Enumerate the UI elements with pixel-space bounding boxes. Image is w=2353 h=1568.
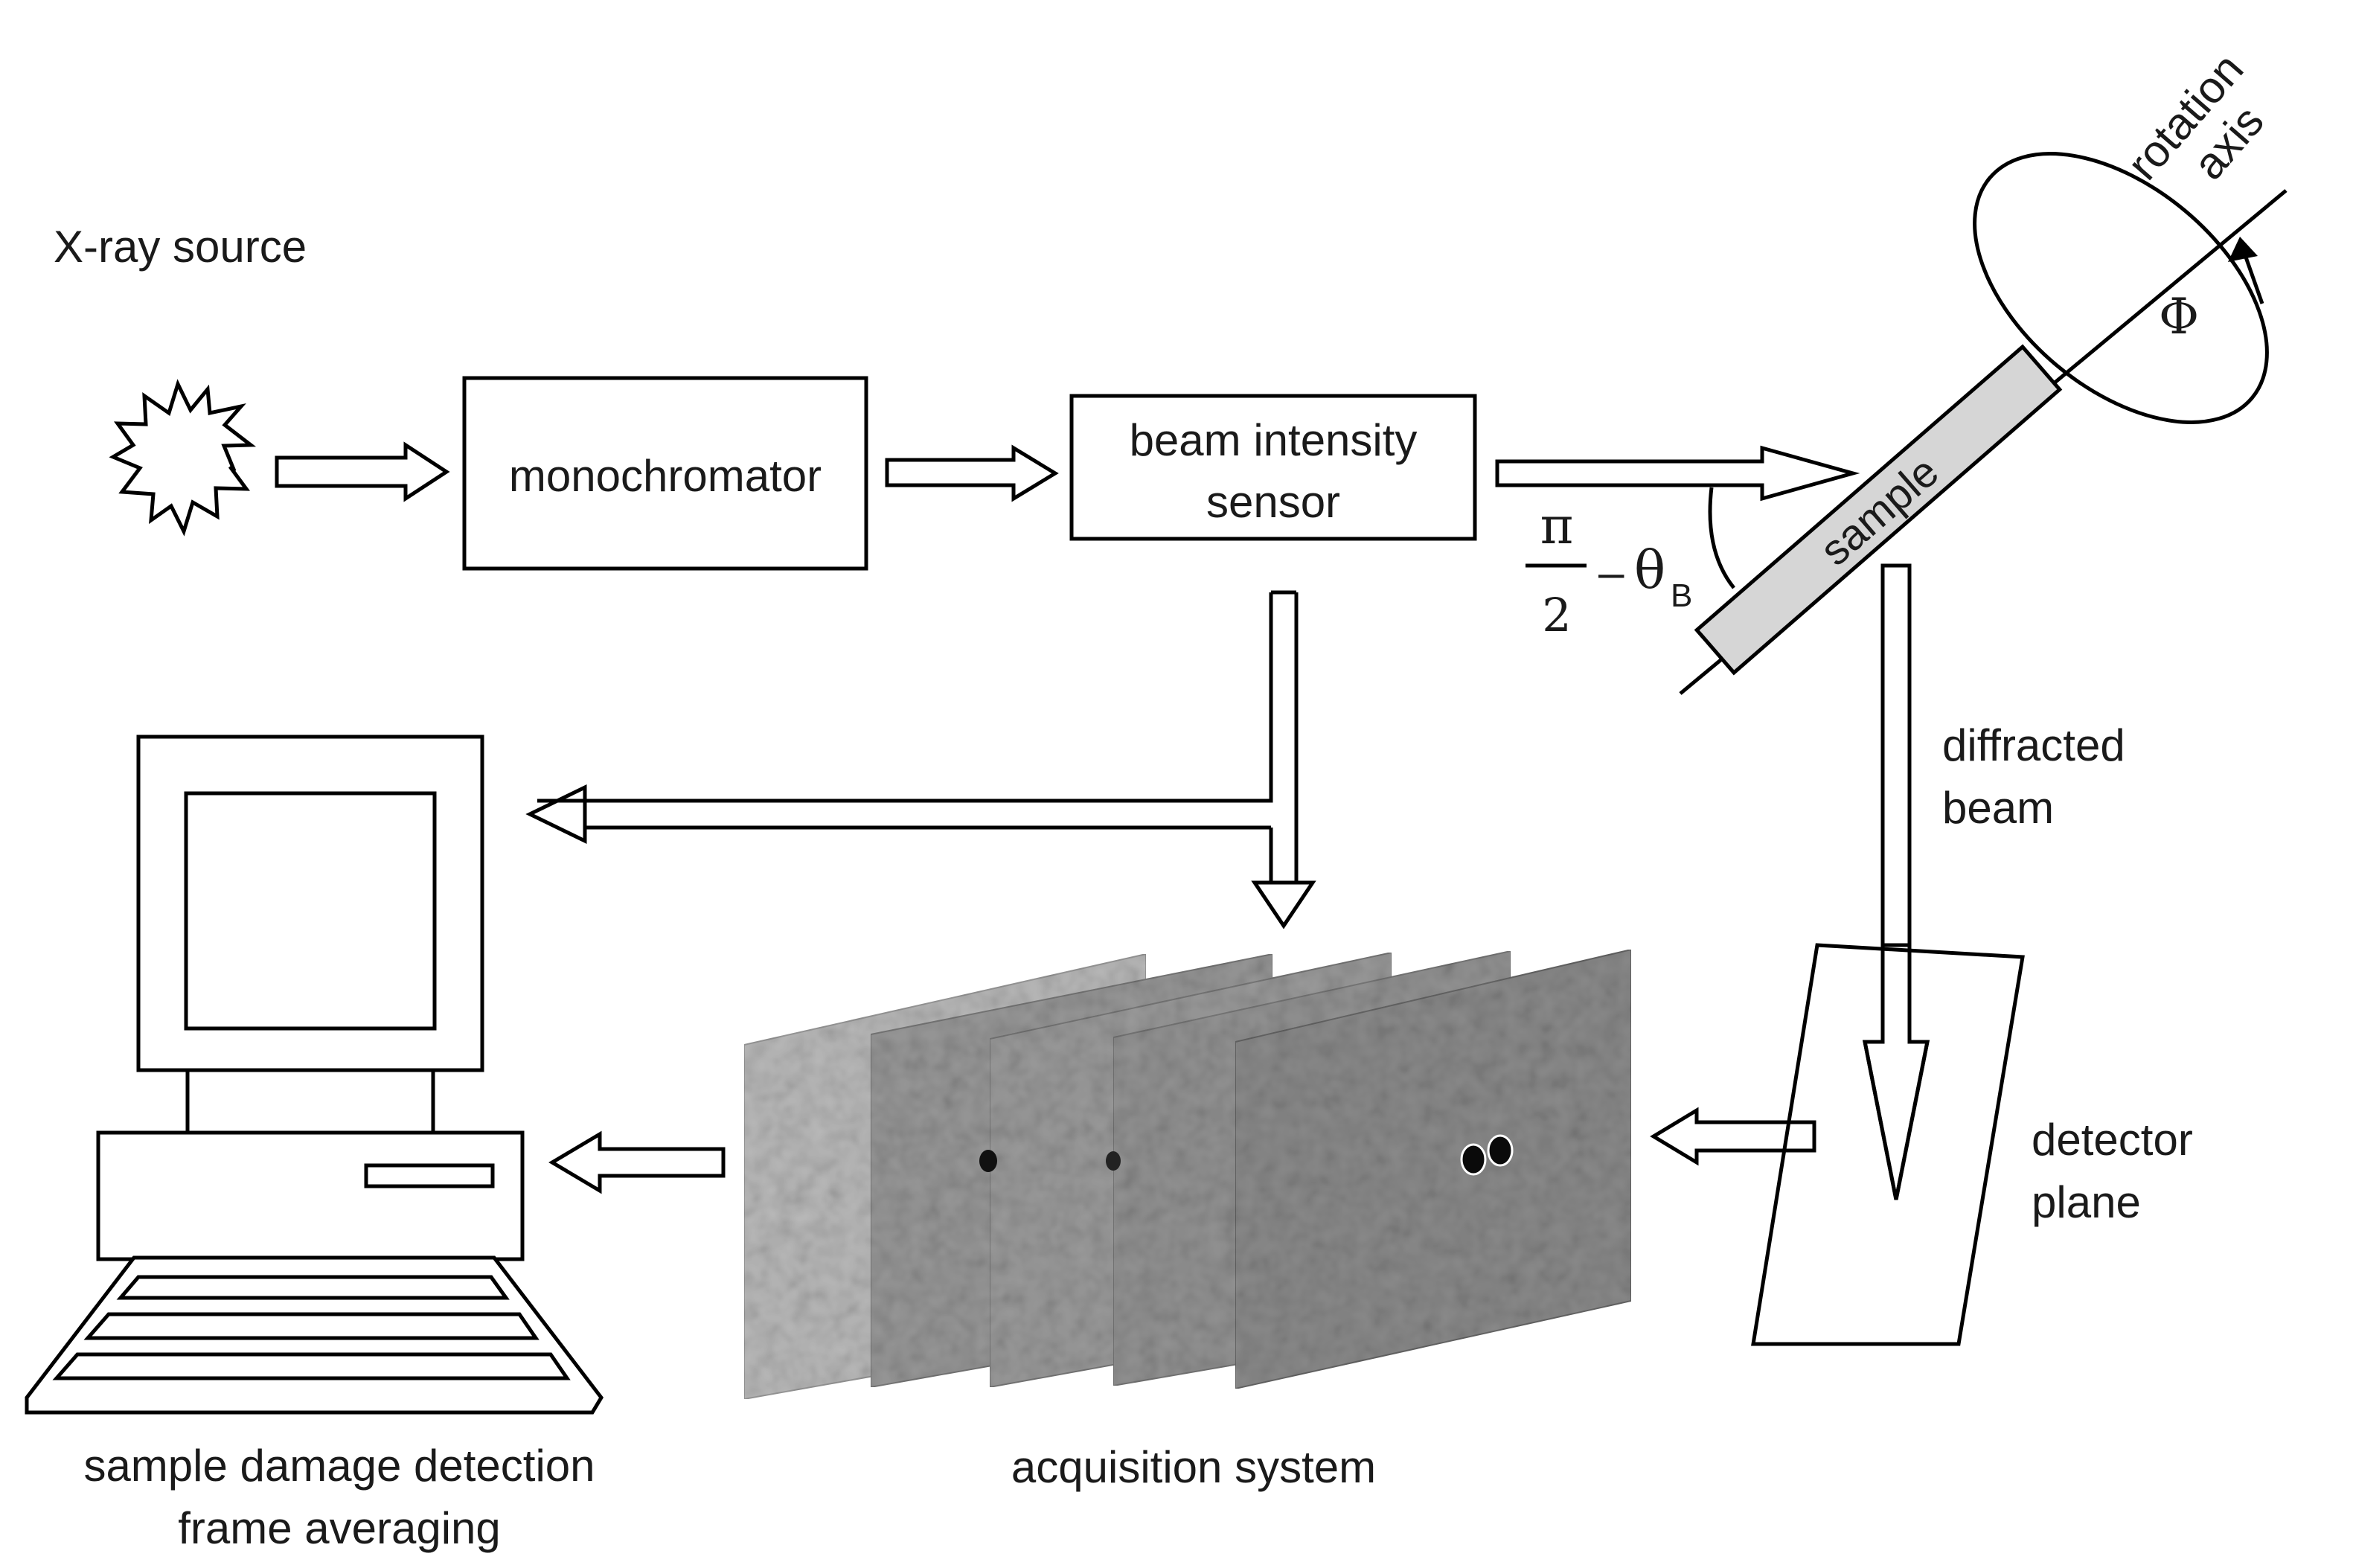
beam-arrow-to-sample — [1495, 445, 1860, 502]
rotation-ellipse — [1973, 152, 2269, 424]
diffracted-beam-arrow-tip — [1862, 943, 1930, 1200]
angle-subscript: B — [1671, 577, 1692, 614]
frame-5 — [1235, 948, 1632, 1390]
computer-case — [96, 1130, 525, 1261]
monochromator-box — [462, 376, 868, 571]
diffracted-beam-label-line1: diffracted — [1942, 720, 2125, 770]
detector-plane-label-line2: plane — [2032, 1177, 2141, 1227]
computer-caption-line2: frame averaging — [178, 1503, 501, 1553]
arrow-acquisition-to-computer — [548, 1130, 726, 1194]
monitor-neck — [185, 1068, 435, 1135]
angle-numerator: π — [1540, 497, 1574, 556]
keyboard — [25, 1255, 604, 1415]
computer-caption-line1: sample damage detection — [83, 1441, 595, 1491]
acquisition-frames — [743, 948, 1632, 1401]
sensor-signal-branch — [537, 592, 1273, 803]
damage-spot — [1106, 1151, 1121, 1171]
phi-label: Φ — [2159, 288, 2199, 345]
damage-spot — [1460, 1143, 1487, 1176]
desktop-computer-icon — [25, 735, 604, 1415]
detector-plane — [1751, 943, 2025, 1346]
angle-theta: θ — [1634, 540, 1665, 601]
keyboard-row — [116, 1275, 510, 1300]
acquisition-system-label: acquisition system — [1011, 1442, 1376, 1492]
detector-plane-label-line1: detector — [2032, 1115, 2193, 1165]
arrow-to-acquisition-head — [1251, 880, 1316, 929]
bragg-angle-arc — [1708, 487, 1735, 589]
keyboard-row — [83, 1312, 540, 1340]
diffracted-beam-label-line2: beam — [1942, 783, 2054, 833]
beam-intensity-sensor-box — [1069, 394, 1477, 541]
starburst-icon — [109, 379, 257, 537]
monochromator-label: monochromator — [509, 451, 822, 501]
beam-arrow-to-sensor — [885, 444, 1059, 502]
disk-drive-slot — [364, 1163, 495, 1188]
angle-minus: – — [1598, 547, 1624, 598]
xray-source-label: X-ray source — [54, 222, 307, 272]
beam-arrow-to-monochromator — [275, 441, 450, 502]
arrow-to-computer-head — [525, 784, 587, 844]
monitor-screen — [184, 791, 437, 1031]
rotation-arrow — [2242, 252, 2264, 304]
damage-spot — [979, 1150, 997, 1172]
beam-sensor-label-line2: sensor — [1206, 477, 1340, 527]
damage-spot — [1487, 1134, 1514, 1167]
angle-denominator: 2 — [1542, 588, 1571, 642]
arrow-detector-to-acquisition — [1650, 1107, 1816, 1166]
sample-bar — [1694, 344, 2063, 676]
beam-sensor-label-line1: beam intensity — [1130, 415, 1418, 465]
keyboard-row — [52, 1352, 571, 1380]
rotation-arrowhead — [2228, 237, 2258, 262]
diffracted-beam-arrow — [1862, 563, 1930, 1200]
